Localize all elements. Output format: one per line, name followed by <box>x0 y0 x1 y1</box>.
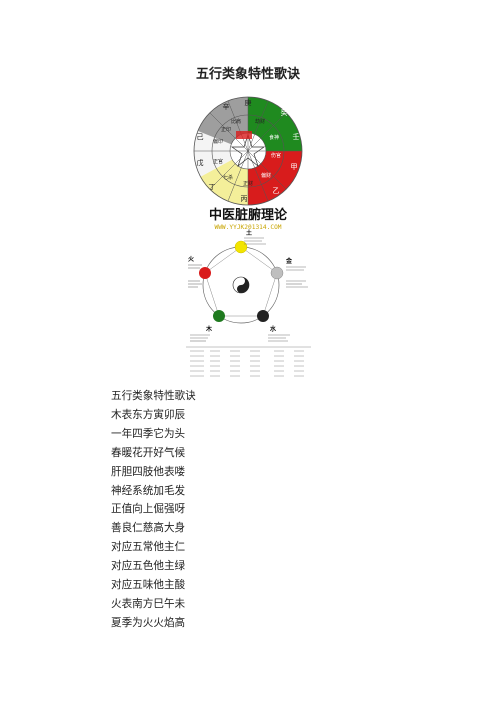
verse-line: 火表南方巳午未 <box>111 597 186 610</box>
wheel-stem: 乙 <box>273 187 280 195</box>
water-node <box>257 310 269 322</box>
five-elements-cycle: 土 金 水 木 火 <box>186 229 311 377</box>
five-elements-figure: 辛 庚 癸 壬 甲 乙 丙 丁 戊 己 比肩 劫财 食神 伤官 偏财 正财 七杀… <box>186 95 311 385</box>
banner: 中医脏腑理论 WWW.YYJK201314.COM <box>209 207 288 231</box>
wheel-stem: 癸 <box>281 108 288 117</box>
verse-line: 善良仁慈高大身 <box>111 522 186 535</box>
element-label: 木 <box>205 325 213 333</box>
wheel-label: 食神 <box>269 134 279 141</box>
wheel-label: 七杀 <box>223 174 233 181</box>
wheel-label: 正财 <box>243 180 253 187</box>
fire-node <box>199 267 211 279</box>
metal-node <box>270 266 284 280</box>
wheel-stem: 丙 <box>241 195 248 203</box>
wheel-label: 偏财 <box>261 172 271 179</box>
verse-line: 夏季为火火焰高 <box>111 616 186 629</box>
wheel-label: 偏印 <box>213 138 223 145</box>
wheel-stem: 丁 <box>209 183 216 191</box>
verse-line: 肝胆四肢他表喽 <box>111 465 186 478</box>
verse-line: 春暖花开好气候 <box>111 446 186 459</box>
wood-node <box>213 310 225 322</box>
wheel-stem: 甲 <box>291 163 298 171</box>
banner-url: WWW.YYJK201314.COM <box>214 224 281 231</box>
verse-line: 对应五色他主绿 <box>111 560 186 573</box>
wheel-label: 比肩 <box>231 118 241 125</box>
verse-line: 神经系统加毛发 <box>111 484 186 497</box>
wheel-stem: 戊 <box>197 158 204 167</box>
wheel-label: 伤官 <box>271 152 281 159</box>
wheel-stem: 庚 <box>245 98 252 107</box>
verse-line: 对应五味他主酸 <box>111 579 186 592</box>
verse-line: 正值向上倔强呀 <box>111 503 186 516</box>
wheel-label: 劫财 <box>255 118 265 125</box>
wheel-label: 正官 <box>213 158 223 165</box>
verse-line: 木表东方寅卯辰 <box>111 408 186 421</box>
element-label: 金 <box>285 257 293 265</box>
element-label: 水 <box>270 325 277 333</box>
verse-line: 对应五常他主仁 <box>111 541 186 554</box>
wheel-stem: 己 <box>197 133 204 141</box>
verse-line: 五行类象特性歌诀 <box>111 390 196 402</box>
wheel-label: 正印 <box>221 126 231 133</box>
element-label: 火 <box>188 256 195 263</box>
banner-title: 中医脏腑理论 <box>209 207 288 223</box>
document-title: 五行类象特性歌诀 <box>195 67 300 82</box>
element-label: 土 <box>246 229 252 237</box>
verse-text: 五行类象特性歌诀 木表东方寅卯辰 一年四季它为头 春暖花开好气候 肝胆四肢他表喽… <box>111 387 196 633</box>
wheel-stem: 辛 <box>223 102 230 111</box>
earth-node <box>234 240 248 254</box>
bazi-wheel: 辛 庚 癸 壬 甲 乙 丙 丁 戊 己 比肩 劫财 食神 伤官 偏财 正财 七杀… <box>186 95 311 207</box>
wheel-stem: 壬 <box>293 132 300 141</box>
verse-line: 一年四季它为头 <box>111 427 186 440</box>
